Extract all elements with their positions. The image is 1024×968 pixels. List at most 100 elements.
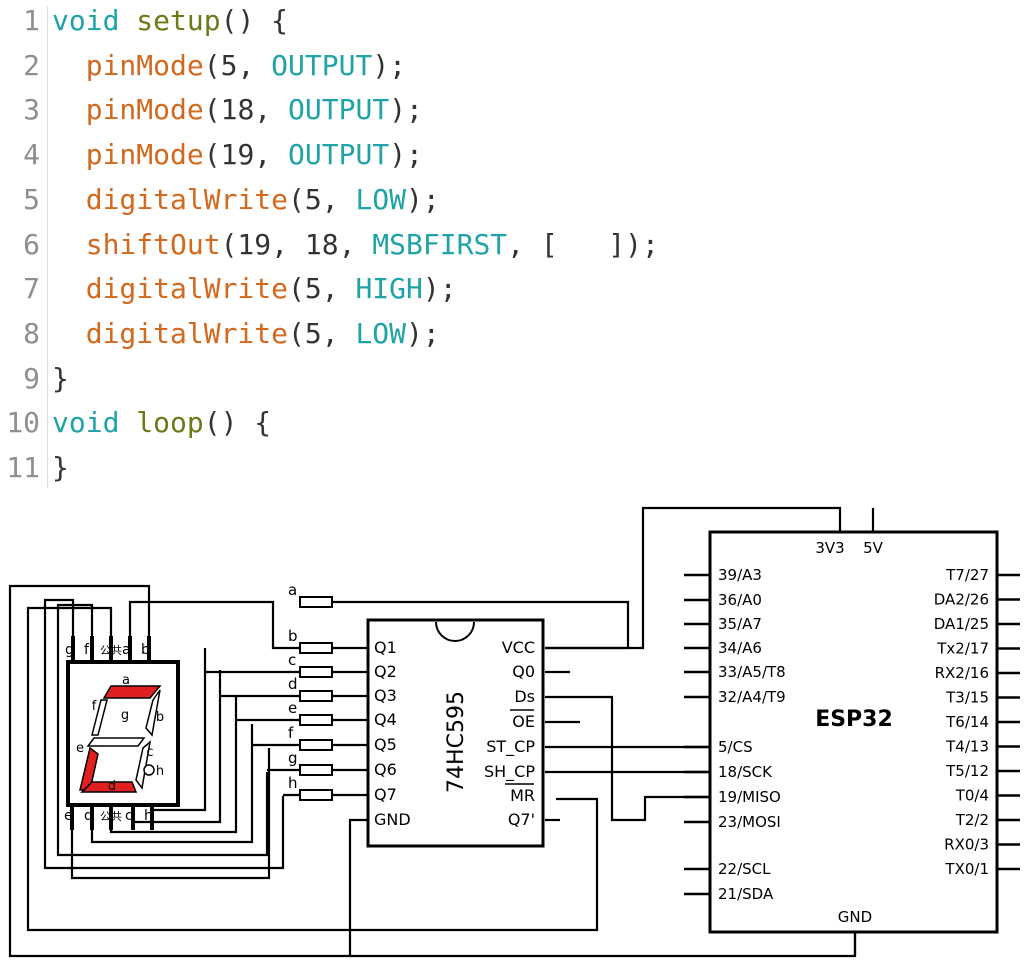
code-line: } <box>52 362 69 395</box>
code-editor: void setup() { pinMode(5, OUTPUT); pinMo… <box>6 4 659 488</box>
segment-f <box>91 699 108 736</box>
resistor-label: f <box>288 724 294 742</box>
code-token <box>52 138 86 171</box>
esp32-left-pins: 39/A336/A035/A734/A633/A5/T832/A4/T95/CS… <box>684 566 786 903</box>
code-line: digitalWrite(5, LOW); <box>52 317 440 350</box>
wire-f <box>56 603 269 857</box>
code-token: void <box>52 406 120 440</box>
wire-b <box>128 600 300 658</box>
seg-label-e: e <box>76 741 84 756</box>
chip-pin-label: Q2 <box>374 662 397 681</box>
code-token: () { <box>203 406 272 440</box>
wire-common-top <box>26 606 599 932</box>
esp32-pin-label: 35/A7 <box>718 615 762 633</box>
esp32-pin-label: 21/SDA <box>718 885 774 903</box>
code-token: (19, <box>203 138 289 172</box>
esp32-pin-label: T0/4 <box>955 787 989 805</box>
code-line: } <box>52 451 69 484</box>
segments <box>79 685 162 793</box>
esp32-pin-label: T2/2 <box>955 811 989 829</box>
display-pin-label: 公共 <box>100 644 122 657</box>
chip-pin-label: SH_CP <box>484 762 535 782</box>
esp32-pin-label: 5/CS <box>718 738 753 756</box>
esp32-pin-label: DA1/25 <box>934 615 989 633</box>
code-token <box>52 183 86 216</box>
resistor-label: e <box>288 699 297 717</box>
resistor-label: c <box>288 651 296 669</box>
code-token: digitalWrite <box>85 182 289 216</box>
code-token: (5, <box>288 316 356 350</box>
code-token: ); <box>389 93 423 127</box>
code-token: (5, <box>288 182 356 216</box>
esp32-pin-label: T7/27 <box>945 566 989 584</box>
wire-3v3 <box>628 506 842 650</box>
resistor <box>299 739 333 751</box>
esp32-right-pins: T7/27DA2/26DA1/25Tx2/17RX2/16T3/15T6/14T… <box>934 566 1020 878</box>
line-number: 6 <box>23 227 40 261</box>
chip-pin-label: Q3 <box>374 686 397 705</box>
esp32-pin-label: RX2/16 <box>935 664 989 682</box>
esp32-pin-label: 33/A5/T8 <box>718 663 786 681</box>
pin-5v: 5V <box>863 539 884 557</box>
code-token: pinMode <box>85 48 204 82</box>
chip-notch <box>435 621 475 642</box>
resistor <box>299 690 333 702</box>
display-pin-label: b <box>141 642 150 658</box>
code-token: ); <box>389 138 423 172</box>
chip-pin-label: Q4 <box>374 710 397 729</box>
decimal-point <box>143 764 155 776</box>
esp32-pin-label: RX0/3 <box>944 836 989 854</box>
code-token: digitalWrite <box>85 272 289 306</box>
code-line: digitalWrite(5, HIGH); <box>52 272 457 305</box>
code-token: HIGH <box>355 272 423 306</box>
code-token: (5, <box>203 48 272 82</box>
chip-pin-label: Ds <box>514 687 535 706</box>
resistor-label: d <box>288 675 298 693</box>
line-number: 5 <box>23 182 40 216</box>
chip-pin-label: Q1 <box>374 638 397 657</box>
resistor <box>299 596 333 608</box>
esp32-pin-label: T4/13 <box>945 738 989 756</box>
code-token: ); <box>372 48 407 82</box>
code-token: } <box>52 451 69 484</box>
wire-e <box>70 748 271 880</box>
esp32-pin-label: 36/A0 <box>718 591 762 609</box>
code-token: LOW <box>355 316 407 350</box>
seg-label-g: g <box>121 708 129 723</box>
code-token: OUTPUT <box>288 138 390 172</box>
line-number: 7 <box>23 272 40 306</box>
chip-pin-label: ST_CP <box>486 737 535 757</box>
display-pin-label: e <box>64 808 73 824</box>
code-line: pinMode(18, OUTPUT); <box>52 93 423 126</box>
esp32-pin-label: 22/SCL <box>718 860 771 878</box>
resistor <box>299 642 333 654</box>
wire-g <box>43 598 285 870</box>
code-token <box>52 93 86 126</box>
code-token: MSBFIRST <box>372 227 508 261</box>
code-token: ); <box>422 272 457 306</box>
resistor-label: h <box>288 774 298 792</box>
wire-595-gnd <box>348 818 368 956</box>
line-number: 9 <box>23 361 40 395</box>
pin-gnd: GND <box>838 908 872 926</box>
line-number: 1 <box>23 4 40 37</box>
resistor <box>299 666 333 678</box>
esp32-pin-label: Tx2/17 <box>936 640 989 658</box>
esp32-board: ESP32 3V3 5V GND 39/A336/A035/A734/A633/… <box>684 530 1020 934</box>
code-token: (5, <box>288 272 356 306</box>
esp32-pin-label: T5/12 <box>945 762 989 780</box>
code-token <box>52 317 86 350</box>
code-token: OUTPUT <box>288 93 390 127</box>
resistor-label: b <box>288 627 298 645</box>
segment-c <box>135 740 152 790</box>
code-line: shiftOut(19, 18, MSBFIRST, [ ]); <box>52 228 659 261</box>
code-token <box>52 272 86 305</box>
code-line: pinMode(5, OUTPUT); <box>52 49 406 82</box>
display-pin-label: f <box>84 642 90 658</box>
seg-label-d: d <box>108 779 116 794</box>
seg-label-c: c <box>146 745 153 760</box>
